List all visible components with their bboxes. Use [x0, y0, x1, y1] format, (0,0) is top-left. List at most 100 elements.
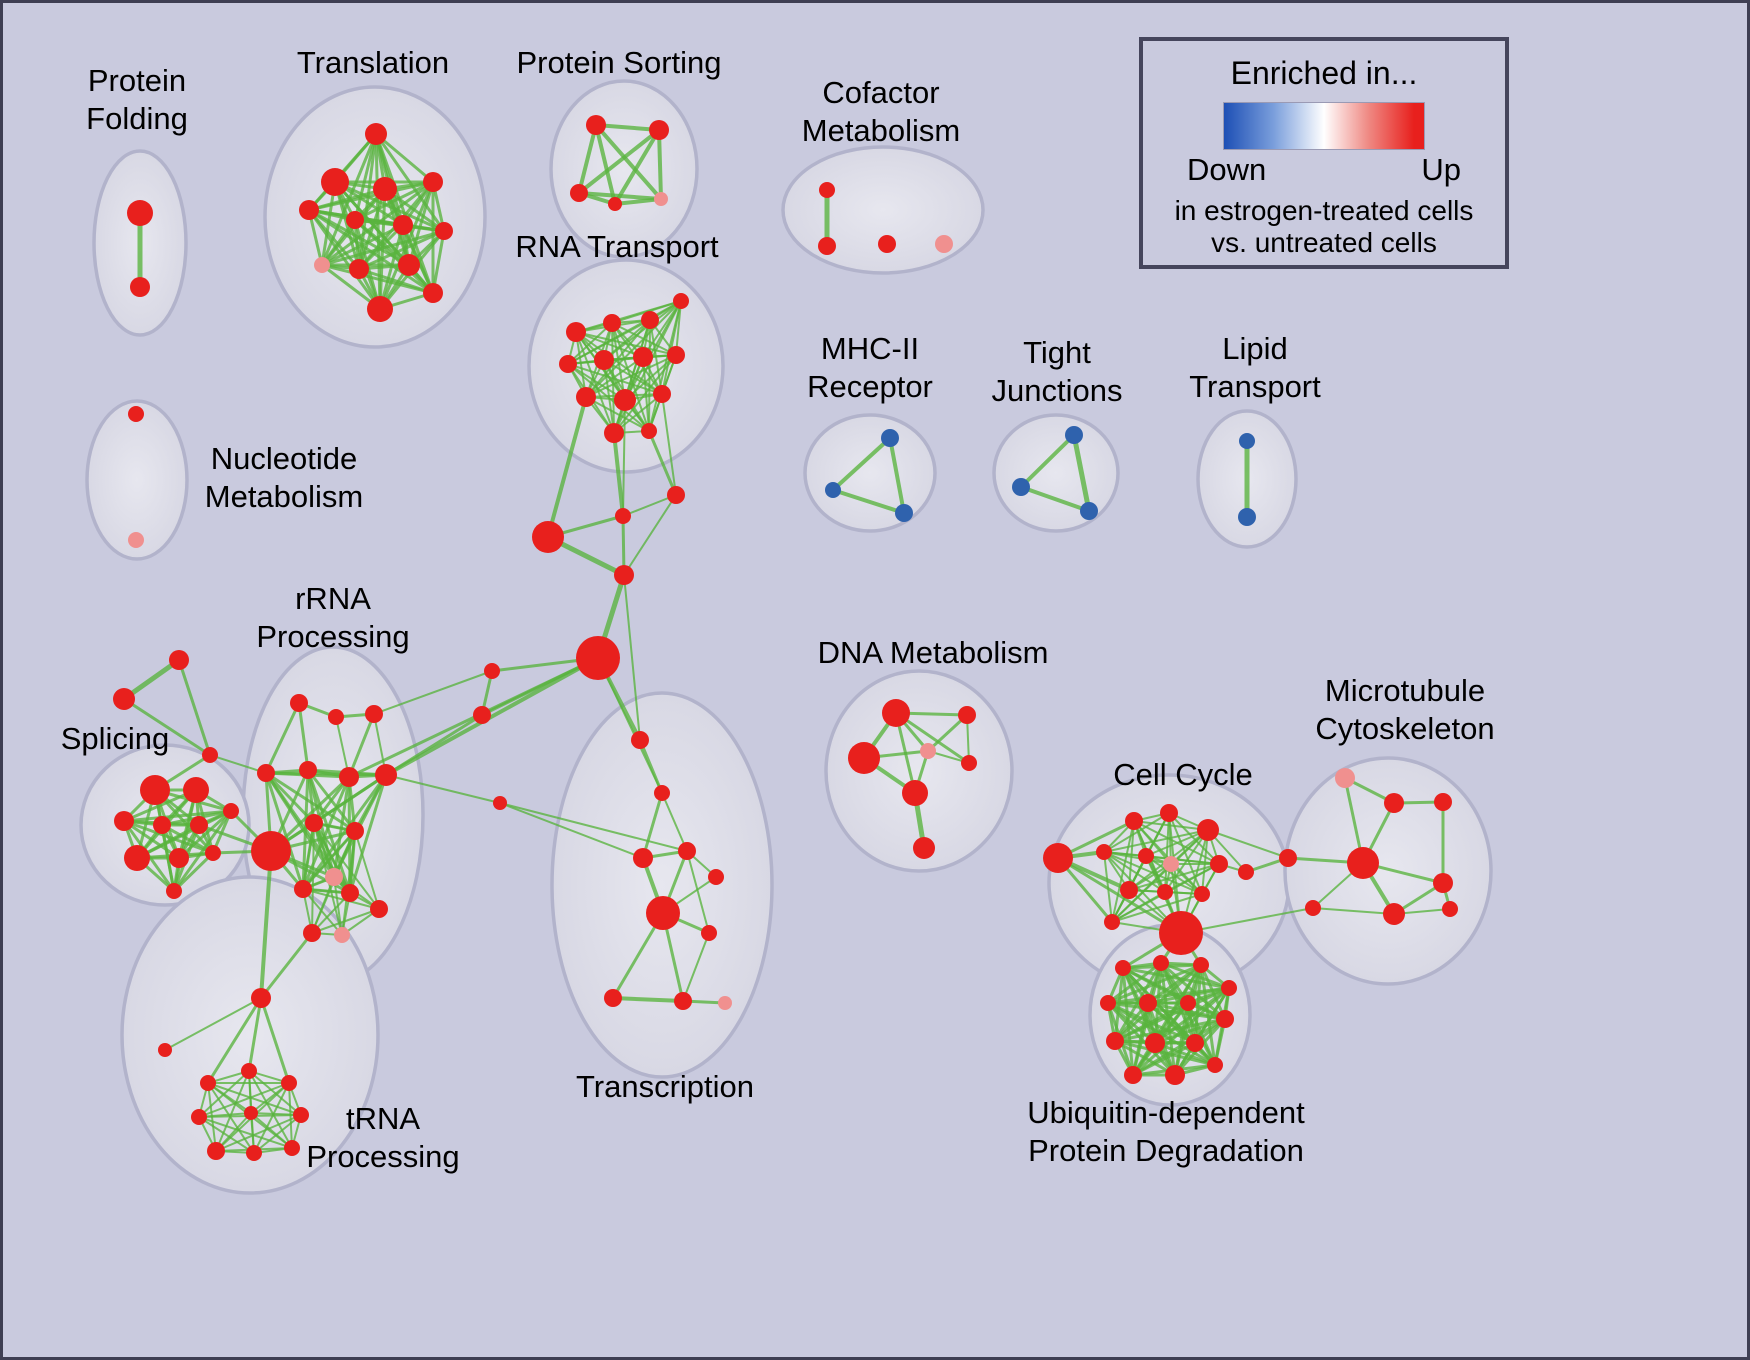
legend-subtitle-line1: in estrogen-treated cells — [1174, 195, 1474, 226]
node-ps5 — [654, 192, 668, 206]
node-cm4 — [935, 235, 953, 253]
node-ub10 — [1145, 1033, 1165, 1053]
node-rr16 — [370, 900, 388, 918]
node-cc8 — [1210, 855, 1228, 873]
node-t13 — [423, 283, 443, 303]
node-mh1 — [881, 429, 899, 447]
node-cc3 — [1160, 804, 1178, 822]
node-cc2 — [1125, 812, 1143, 830]
node-t3 — [299, 200, 319, 220]
node-dm5 — [902, 780, 928, 806]
node-ub8 — [1216, 1010, 1234, 1028]
node-sp3 — [114, 811, 134, 831]
legend: Enriched in... Down Up in estrogen-treat… — [1139, 37, 1509, 269]
node-dm1 — [882, 699, 910, 727]
node-rt2 — [603, 314, 621, 332]
node-rr1 — [290, 694, 308, 712]
node-sp9 — [205, 845, 221, 861]
node-tn4 — [191, 1109, 207, 1125]
cluster-ellipse-transcription — [550, 691, 774, 1079]
node-rr11 — [325, 868, 343, 886]
node-rt5 — [559, 355, 577, 373]
node-tn6 — [293, 1107, 309, 1123]
node-tc1 — [631, 731, 649, 749]
network-nodes — [113, 115, 1458, 1161]
node-rr6 — [299, 761, 317, 779]
node-sp5 — [190, 816, 208, 834]
cluster-ellipse-nucleotide-metabolism — [85, 399, 189, 561]
node-rt1 — [566, 322, 586, 342]
node-tn3 — [281, 1075, 297, 1091]
node-dm6 — [961, 755, 977, 771]
node-tn2 — [241, 1063, 257, 1079]
node-tc4 — [678, 842, 696, 860]
node-ps4 — [608, 197, 622, 211]
node-cc11 — [1194, 886, 1210, 902]
node-t11 — [398, 254, 420, 276]
node-rr2 — [328, 709, 344, 725]
node-t2 — [321, 168, 349, 196]
node-cc6 — [1138, 848, 1154, 864]
node-tn9 — [284, 1140, 300, 1156]
node-rr7 — [339, 767, 359, 787]
node-rr9 — [305, 814, 323, 832]
node-t7 — [393, 215, 413, 235]
node-mc4 — [1279, 849, 1297, 867]
node-mc2 — [1384, 793, 1404, 813]
node-sp2 — [183, 777, 209, 803]
node-st3 — [202, 747, 218, 763]
node-dm4 — [920, 743, 936, 759]
node-t6 — [346, 211, 364, 229]
node-nm1 — [128, 406, 144, 422]
node-st1 — [169, 650, 189, 670]
legend-up-label: Up — [1421, 152, 1461, 187]
node-cc4 — [1197, 819, 1219, 841]
cluster-ellipse-tight-junctions — [992, 413, 1120, 533]
node-rr8 — [375, 764, 397, 786]
node-rr10 — [346, 822, 364, 840]
node-mc8 — [1383, 903, 1405, 925]
node-hub2 — [251, 831, 291, 871]
node-st2 — [113, 688, 135, 710]
legend-scale: Down Up — [1187, 152, 1461, 188]
node-ub12 — [1124, 1066, 1142, 1084]
node-ub14 — [1207, 1057, 1223, 1073]
node-cm1 — [819, 182, 835, 198]
node-tn0 — [251, 988, 271, 1008]
node-t5 — [423, 172, 443, 192]
node-rt7 — [633, 347, 653, 367]
node-dm7 — [913, 837, 935, 859]
node-tnl — [158, 1043, 172, 1057]
node-cc12 — [1104, 914, 1120, 930]
cluster-label-rna-transport: RNA Transport — [515, 229, 719, 264]
node-mh2 — [825, 482, 841, 498]
node-mc5 — [1347, 847, 1379, 879]
cluster-label-cell-cycle: Cell Cycle — [1113, 757, 1253, 792]
node-cc5 — [1096, 844, 1112, 860]
node-tn8 — [246, 1145, 262, 1161]
node-sp8 — [169, 848, 189, 868]
node-ub4 — [1221, 980, 1237, 996]
node-rt13 — [641, 423, 657, 439]
node-x4 — [614, 565, 634, 585]
node-sp10 — [166, 883, 182, 899]
node-tc9 — [718, 996, 732, 1010]
node-rr13 — [341, 884, 359, 902]
node-rt4 — [673, 293, 689, 309]
node-lt1 — [1239, 433, 1255, 449]
node-mc3 — [1434, 793, 1452, 811]
node-ps2 — [649, 120, 669, 140]
cluster-label-transcription: Transcription — [576, 1069, 754, 1104]
node-t12 — [367, 296, 393, 322]
node-ub9 — [1106, 1032, 1124, 1050]
node-lt2 — [1238, 508, 1256, 526]
node-rt12 — [604, 423, 624, 443]
node-tch — [646, 896, 680, 930]
node-sp4 — [153, 816, 171, 834]
